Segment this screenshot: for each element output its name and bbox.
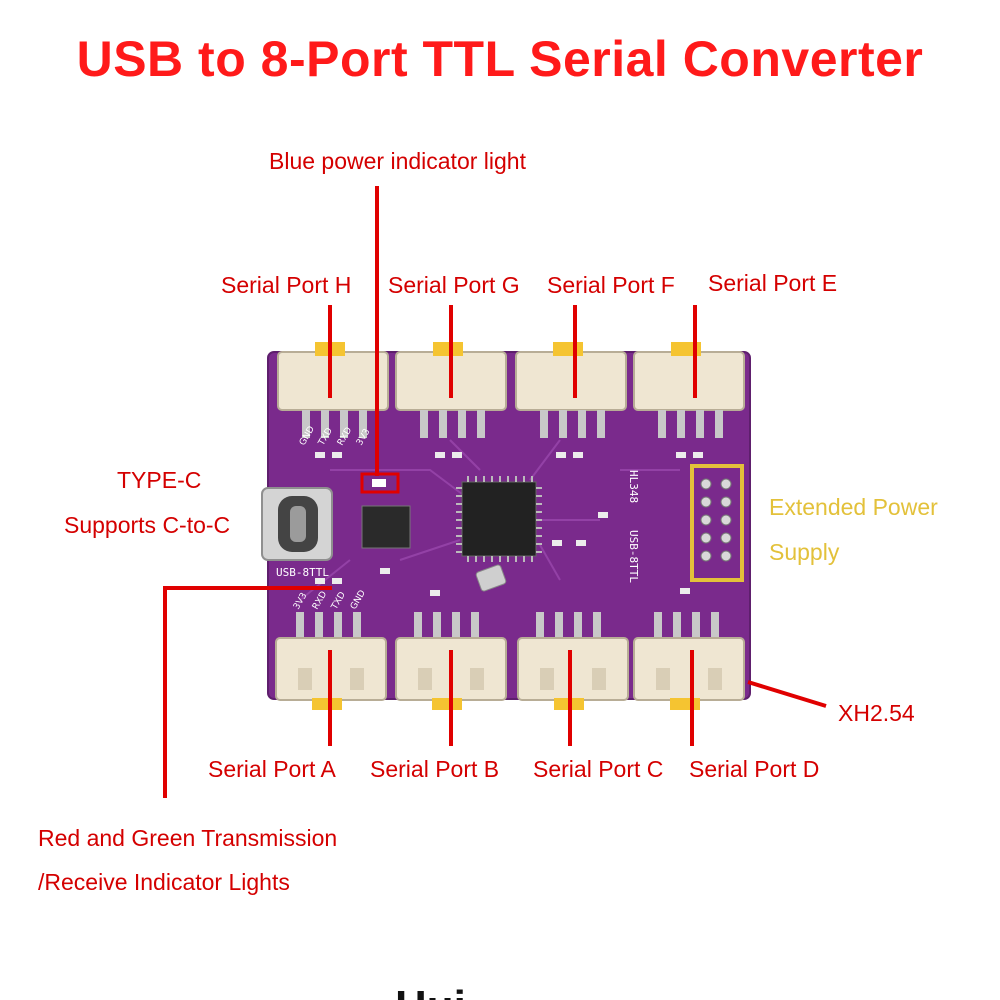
connector-port-c [517,612,629,710]
label-rg-line1: Red and Green Transmission [38,825,338,851]
crystal [475,564,507,592]
connector-port-h [277,342,389,438]
header-pins [700,478,732,562]
silk-usb-label: USB-8TTL [276,566,329,579]
label-port-a: Serial Port A [208,756,336,782]
label-ext-power-line1: Extended Power [769,494,938,520]
callout-xh254 [747,680,827,708]
label-port-b: Serial Port B [370,756,500,782]
silk-chip-right: USB-8TTL [627,530,640,583]
cut-off-text: Hui [395,982,466,1000]
label-blue-power: Blue power indicator light [269,148,526,174]
label-port-h: Serial Port H [221,272,352,298]
smd-components [315,452,703,596]
callout-lines [163,186,827,798]
page-title: USB to 8-Port TTL Serial Converter [76,31,924,87]
label-port-d: Serial Port D [689,756,820,782]
main-chip [456,476,542,562]
label-typec-line1: TYPE-C [117,467,202,493]
extended-power-box [690,464,744,582]
power-led-marker [360,472,400,494]
label-ext-power-line2: Supply [769,539,840,565]
label-port-e: Serial Port E [708,270,838,296]
label-port-g: Serial Port G [388,272,520,298]
label-port-c: Serial Port C [533,756,664,782]
label-typec-line2: Supports C-to-C [64,512,231,538]
label-rg-line2: /Receive Indicator Lights [38,869,290,895]
connector-port-b [395,612,507,710]
label-port-f: Serial Port F [547,272,675,298]
callout-rg-lights [163,586,332,798]
silk-chip-left: HL348 [627,470,640,503]
usb-c-port [261,487,333,561]
power-led [372,479,386,487]
label-xh254: XH2.54 [838,700,915,726]
regulator-chip [361,505,411,549]
